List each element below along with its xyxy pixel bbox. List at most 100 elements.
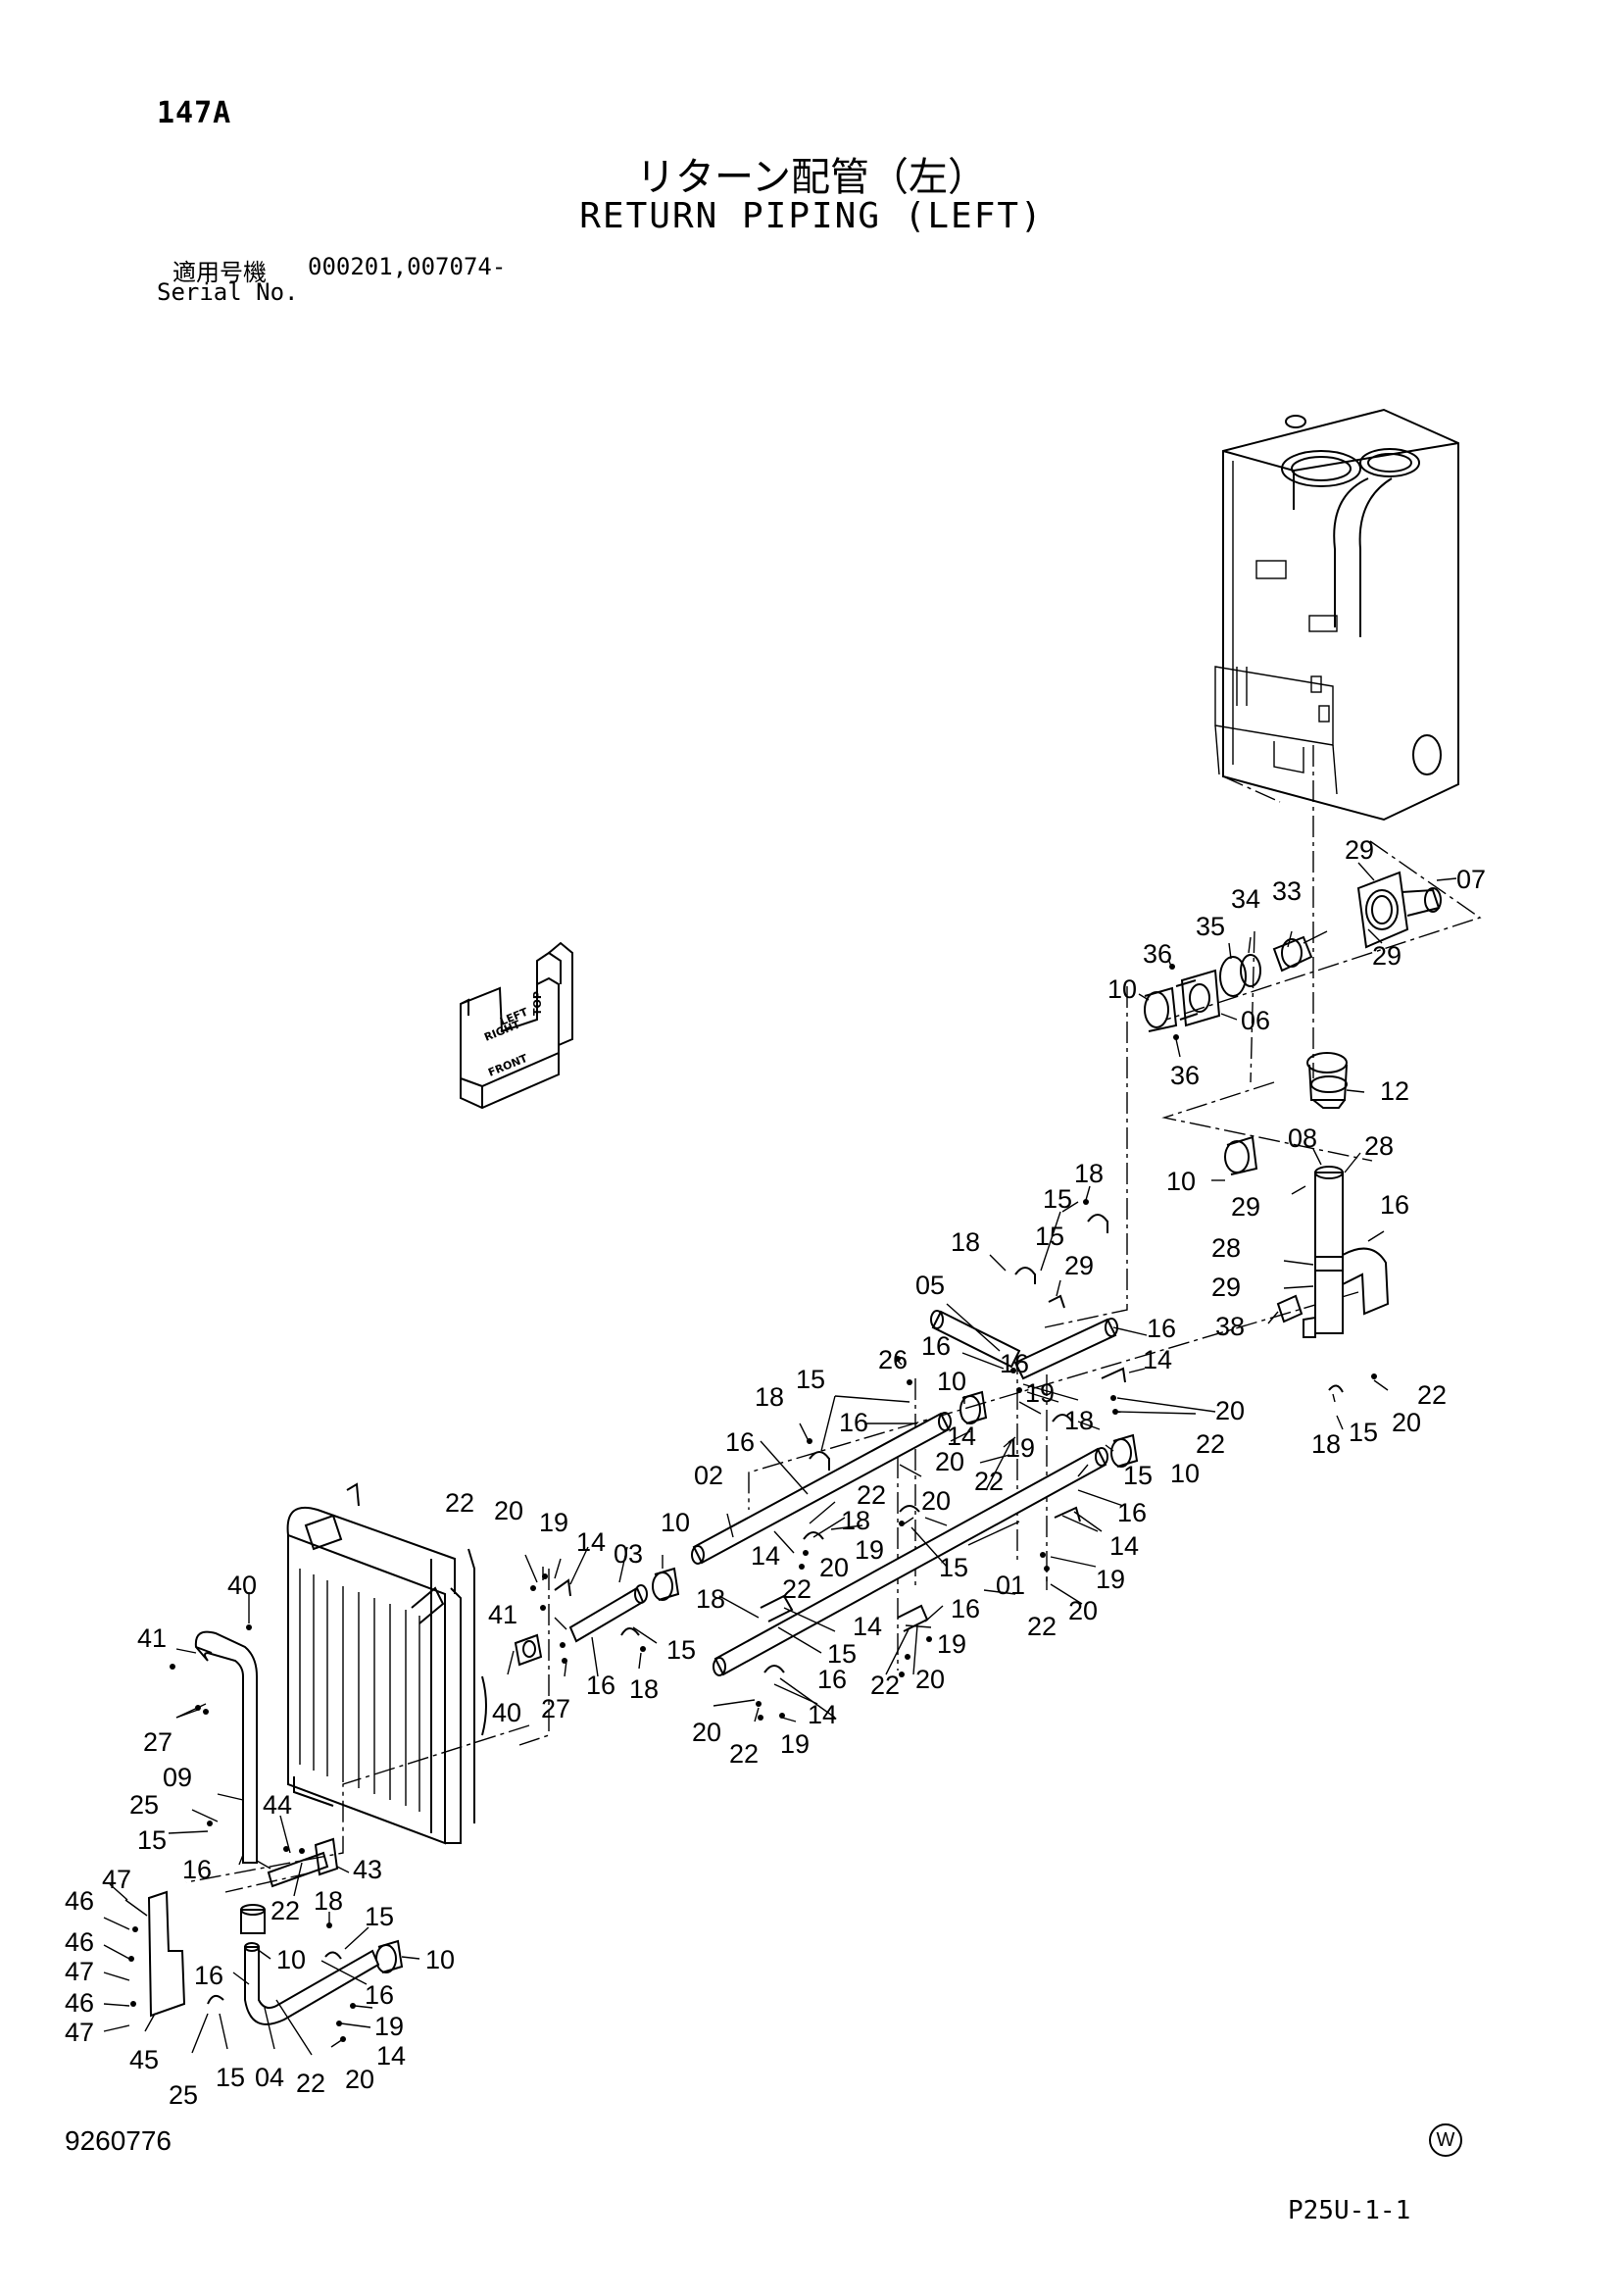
callout-15: 15 xyxy=(939,1553,968,1582)
callout-19: 19 xyxy=(780,1729,810,1759)
callout-10: 10 xyxy=(425,1945,455,1974)
callout-25: 25 xyxy=(129,1790,159,1820)
callout-14: 14 xyxy=(808,1700,837,1729)
clamp-10-upper xyxy=(1144,986,1178,1032)
callout-16: 16 xyxy=(1147,1314,1176,1343)
callout-22: 22 xyxy=(270,1896,300,1925)
callout-20: 20 xyxy=(921,1486,951,1516)
callout-18: 18 xyxy=(1074,1159,1104,1188)
page-title: RETURN PIPING (LEFT) xyxy=(579,196,1044,236)
orientation-compass: LEFT TOP RIGHT FRONT xyxy=(460,941,573,1110)
callout-10: 10 xyxy=(661,1508,690,1537)
pipe-05 xyxy=(930,1310,1021,1369)
plate-45 xyxy=(147,1890,186,2018)
adapter-06 xyxy=(1169,964,1221,1040)
pipe-upper-short xyxy=(1013,1318,1118,1380)
clamp-brackets xyxy=(554,1214,1344,1673)
callout-19: 19 xyxy=(1025,1378,1055,1408)
o-ring-35 xyxy=(1219,956,1247,997)
callout-47: 47 xyxy=(65,2018,94,2047)
w-mark: W xyxy=(1429,2123,1462,2157)
callout-20: 20 xyxy=(1215,1396,1245,1425)
callout-16: 16 xyxy=(1117,1498,1147,1527)
callout-19: 19 xyxy=(855,1535,884,1565)
callout-07: 07 xyxy=(1456,865,1486,894)
callout-35: 35 xyxy=(1196,912,1225,941)
callout-22: 22 xyxy=(1417,1380,1447,1410)
callout-14: 14 xyxy=(1143,1345,1172,1374)
callout-22: 22 xyxy=(1027,1612,1057,1641)
callout-20: 20 xyxy=(494,1496,523,1525)
callout-34: 34 xyxy=(1231,884,1260,914)
callout-20: 20 xyxy=(345,2065,374,2094)
callout-29: 29 xyxy=(1231,1192,1260,1222)
callout-18: 18 xyxy=(755,1382,784,1412)
callout-16: 16 xyxy=(839,1408,868,1437)
callout-41: 41 xyxy=(137,1623,167,1653)
callout-10: 10 xyxy=(1107,974,1137,1004)
callout-38: 38 xyxy=(1215,1312,1245,1341)
callout-19: 19 xyxy=(1096,1565,1125,1594)
pipe-08 xyxy=(1303,1166,1390,1338)
callout-14: 14 xyxy=(1109,1531,1139,1561)
callout-40: 40 xyxy=(492,1698,521,1727)
callout-10: 10 xyxy=(1170,1459,1200,1488)
callout-46: 46 xyxy=(65,1886,94,1916)
filter-33 xyxy=(1272,930,1328,973)
page-code: 147A xyxy=(157,96,232,130)
callout-22: 22 xyxy=(296,2069,325,2098)
page-title-japanese: リターン配管（左） xyxy=(636,155,987,200)
callout-14: 14 xyxy=(576,1527,606,1557)
callout-04: 04 xyxy=(255,2063,284,2092)
callout-20: 20 xyxy=(1068,1596,1098,1625)
serial-label-japanese: 適用号機 xyxy=(172,259,267,286)
callout-47: 47 xyxy=(65,1957,94,1986)
callout-16: 16 xyxy=(921,1331,951,1361)
callout-36: 36 xyxy=(1170,1061,1200,1090)
clamp-10-mid xyxy=(1224,1135,1258,1175)
callout-09: 09 xyxy=(163,1763,192,1792)
oil-cooler xyxy=(286,1482,487,1845)
callout-15: 15 xyxy=(666,1635,696,1665)
callout-40: 40 xyxy=(227,1571,257,1600)
callout-15: 15 xyxy=(137,1825,167,1855)
callout-16: 16 xyxy=(817,1665,847,1694)
serial-label: Serial No. xyxy=(157,278,299,306)
hydraulic-tank xyxy=(1214,408,1459,822)
callout-18: 18 xyxy=(1064,1406,1094,1435)
page-reference: P25U-1-1 xyxy=(1288,2196,1411,2225)
callout-03: 03 xyxy=(614,1539,643,1569)
callout-20: 20 xyxy=(915,1665,945,1694)
callout-41: 41 xyxy=(488,1600,517,1629)
pipe-09 xyxy=(194,1630,258,1864)
callout-15: 15 xyxy=(1035,1222,1064,1251)
callout-29: 29 xyxy=(1345,835,1374,865)
callout-05: 05 xyxy=(915,1271,945,1300)
callout-16: 16 xyxy=(1000,1349,1029,1378)
callout-19: 19 xyxy=(374,2012,404,2041)
pipe-03 xyxy=(568,1584,648,1643)
callout-25: 25 xyxy=(169,2080,198,2110)
callout-22: 22 xyxy=(857,1480,886,1510)
callout-16: 16 xyxy=(586,1671,615,1700)
callout-22: 22 xyxy=(870,1671,900,1700)
callout-22: 22 xyxy=(782,1574,812,1604)
callout-12: 12 xyxy=(1380,1076,1409,1106)
callout-20: 20 xyxy=(692,1718,721,1747)
callout-20: 20 xyxy=(1392,1408,1421,1437)
callout-15: 15 xyxy=(216,2063,245,2092)
callout-16: 16 xyxy=(951,1594,980,1623)
callout-06: 06 xyxy=(1241,1006,1270,1035)
callout-46: 46 xyxy=(65,1927,94,1957)
callout-22: 22 xyxy=(729,1739,759,1769)
clamps-10-lower xyxy=(375,1390,1139,1973)
callout-27: 27 xyxy=(143,1727,172,1757)
callout-14: 14 xyxy=(947,1422,976,1451)
callout-18: 18 xyxy=(1311,1429,1341,1459)
flange-41 xyxy=(514,1633,543,1667)
callout-28: 28 xyxy=(1364,1131,1394,1161)
o-ring-34 xyxy=(1240,954,1261,987)
pipe-04 xyxy=(207,1904,380,2025)
callout-26: 26 xyxy=(878,1345,908,1374)
phantom-lines xyxy=(185,745,1482,1893)
